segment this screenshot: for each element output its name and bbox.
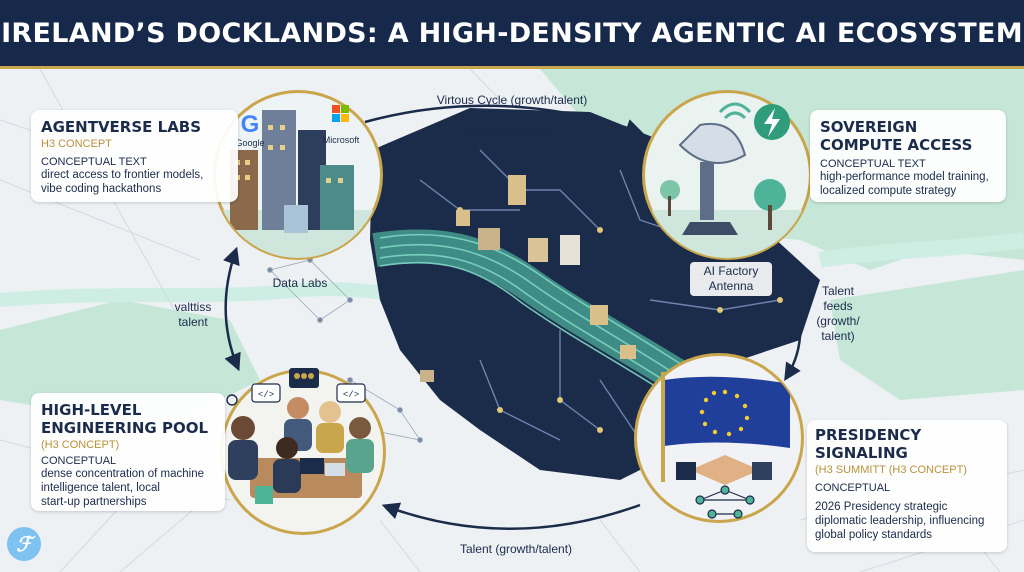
- card-sovereign-compute: SOVEREIGN COMPUTE ACCESS CONCEPTUAL TEXT…: [810, 110, 1006, 202]
- google-logo-icon: G: [241, 111, 260, 138]
- label-ai-factory-antenna: AI Factory Antenna: [690, 262, 772, 296]
- arrow-talent-feeds: [759, 239, 802, 381]
- circuit-traces: [379, 233, 706, 409]
- arrow-virtuous-cycle: [364, 104, 644, 136]
- card-body-line: localized compute strategy: [820, 185, 957, 197]
- card-subtitle: H3 CONCEPT: [41, 138, 112, 150]
- label-talent-feeds: Talent feeds (growth/ talent): [816, 284, 860, 343]
- dock-buildings: [420, 175, 636, 382]
- handshake-icon: [690, 455, 760, 485]
- card-title-line: COMPUTE ACCESS: [820, 136, 973, 154]
- card-label: CONCEPTUAL TEXT: [820, 158, 926, 170]
- card-body-line: direct access to frontier models,: [41, 169, 204, 181]
- microsoft-logo-text: Microsoft: [323, 135, 360, 145]
- signal-wave-icon: [723, 111, 747, 120]
- card-body-line: diplomatic leadership, influencing: [815, 515, 985, 527]
- card-agentverse-labs: AGENTVERSE LABS H3 CONCEPT CONCEPTUAL TE…: [31, 110, 238, 202]
- header-gold-rule: [0, 66, 1024, 69]
- code-bubble-icon: </>: [251, 383, 281, 403]
- microsoft-logo-icon: [332, 105, 349, 122]
- circle-presidency-signaling: [634, 353, 804, 523]
- label-talent-bottom: Talent (growth/talent): [459, 542, 573, 556]
- river-estuary: [818, 232, 1024, 268]
- svg-text:</>: </>: [258, 390, 274, 400]
- card-label: CONCEPTUAL: [41, 455, 117, 467]
- card-body-line: high-performance model training,: [820, 171, 989, 183]
- eu-flag-icon: [664, 376, 790, 448]
- card-label: CONCEPTUAL TEXT: [41, 156, 147, 168]
- card-engineering-pool: HIGH-LEVEL ENGINEERING POOL (H3 CONCEPT)…: [31, 393, 225, 511]
- card-title: AGENTVERSE LABS: [41, 118, 202, 136]
- gear-icon: [226, 394, 238, 406]
- circle-sovereign-compute: [642, 90, 812, 260]
- card-title-line: SOVEREIGN: [820, 118, 918, 136]
- green-area-w: [0, 300, 260, 420]
- label-dublin-docklands: Dublin Docklands: [458, 124, 552, 138]
- card-body-line: 2026 Presidency strategic: [815, 501, 948, 513]
- arrow-talent-bottom: [381, 502, 641, 530]
- circuit-branches: [419, 149, 781, 441]
- card-body-line: vibe coding hackathons: [41, 183, 162, 195]
- header-banner: IRELAND’S DOCKLANDS: A HIGH-DENSITY AGEN…: [0, 0, 1024, 66]
- card-body-line: intelligence talent, local: [41, 482, 160, 494]
- arrow-valttiss-talent: [223, 246, 241, 372]
- card-subtitle: (H3 CONCEPT): [41, 439, 120, 451]
- brand-badge-icon[interactable]: ℱ: [7, 527, 41, 561]
- card-body-line: dense concentration of machine: [41, 468, 205, 480]
- label-data-labs: Data Labs: [272, 276, 328, 290]
- card-label: CONCEPTUAL: [815, 482, 891, 494]
- circuit-river: [372, 229, 710, 405]
- team-board-icon: [289, 368, 319, 388]
- card-title-line: ENGINEERING POOL: [41, 419, 209, 437]
- flag-pole: [661, 372, 665, 482]
- green-area-e: [830, 270, 1024, 400]
- card-title-line: HIGH-LEVEL: [41, 401, 142, 419]
- card-title-line: PRESIDENCY: [815, 426, 922, 444]
- google-logo-text: Google: [235, 138, 264, 148]
- page-title: IRELAND’S DOCKLANDS: A HIGH-DENSITY AGEN…: [1, 17, 1023, 49]
- label-virtuous-cycle: Virtous Cycle (growth/talent): [436, 93, 588, 107]
- card-body-line: start-up partnerships: [41, 496, 147, 508]
- card-body-line: global policy standards: [815, 529, 932, 541]
- circle-engineering-pool: </> </>: [220, 368, 386, 535]
- card-presidency-signaling: PRESIDENCY SIGNALING (H3 SUMMITT (H3 CON…: [807, 420, 1007, 552]
- svg-text:</>: </>: [343, 390, 359, 400]
- circle-agentverse-labs: Microsoft G Google: [213, 90, 383, 260]
- label-valttiss-talent: valttiss talent: [174, 300, 212, 329]
- card-title-line: SIGNALING: [815, 444, 908, 462]
- card-subtitle: (H3 SUMMITT (H3 CONCEPT): [815, 464, 967, 476]
- code-bubble-icon-2: </>: [336, 383, 366, 403]
